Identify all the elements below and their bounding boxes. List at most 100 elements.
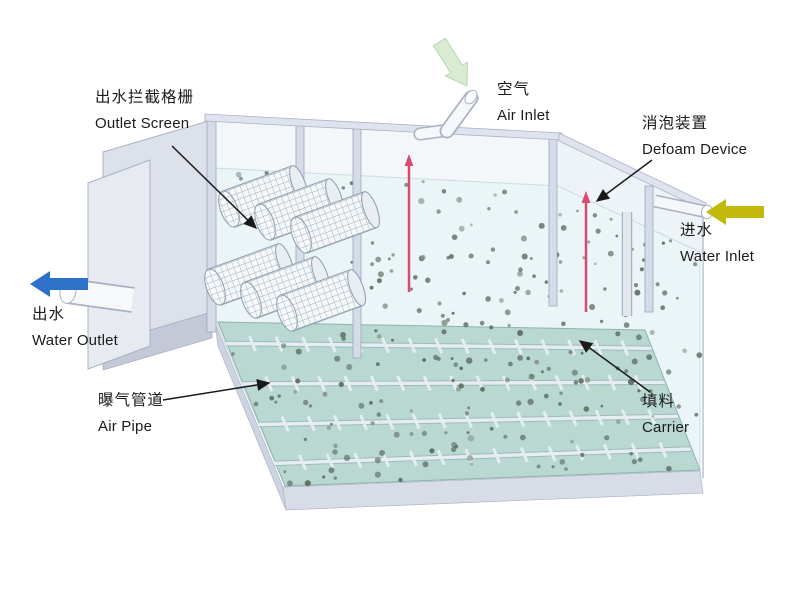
carrier-dot — [637, 389, 641, 393]
leader-arrow-outlet-screen — [171, 145, 258, 230]
carrier-dot — [334, 355, 341, 362]
carrier-dot — [420, 254, 426, 260]
carrier-dot — [661, 241, 666, 245]
carrier-dot — [544, 280, 548, 284]
carrier-dot — [499, 298, 504, 303]
carrier-dot — [676, 296, 679, 300]
carrier-dot — [584, 377, 591, 383]
carrier-dot — [514, 210, 518, 214]
carrier-dot — [333, 443, 338, 448]
defoam-rod-left — [404, 154, 414, 292]
water-outlet-label-zh: 出水 — [32, 306, 66, 323]
carrier-dot — [485, 296, 491, 302]
carrier-dot — [370, 262, 374, 267]
carrier-dot — [616, 419, 621, 425]
carrier-dot — [379, 450, 385, 456]
carrier-dot — [450, 357, 454, 361]
carrier-dot — [551, 465, 555, 469]
carrier-dot — [332, 449, 338, 455]
carrier-dot — [422, 358, 426, 362]
outlet-screen-label: 出水拦截格栅 Outlet Screen — [95, 84, 194, 137]
carrier-dot — [350, 260, 354, 264]
carrier-dot — [281, 343, 287, 349]
carrier-dot — [469, 462, 474, 466]
outlet-screen-label-zh: 出水拦截格栅 — [95, 89, 195, 106]
carrier-dot — [519, 434, 526, 441]
carrier-dot — [662, 290, 668, 296]
carrier-dot — [518, 267, 523, 273]
carrier-dot — [343, 454, 351, 462]
carrier-dot — [454, 444, 459, 449]
carrier-dot — [513, 290, 517, 294]
carrier-dot — [615, 234, 619, 238]
carrier-dot — [389, 269, 394, 273]
carrier-dot — [451, 311, 455, 315]
carrier-dot — [666, 465, 672, 472]
carrier-dot — [453, 362, 459, 368]
carrier-dot — [421, 180, 425, 184]
carrier-dot — [543, 393, 549, 399]
carrier-dot — [502, 189, 507, 195]
carrier-dot — [631, 459, 637, 465]
carrier-dot — [525, 289, 531, 296]
carrier-dot — [558, 212, 562, 217]
water-outlet-label: 出水 Water Outlet — [32, 301, 118, 354]
carrier-label-zh: 填料 — [642, 393, 676, 410]
leader-arrows — [162, 145, 653, 401]
carrier-dot — [587, 240, 591, 244]
carrier-dot — [486, 260, 490, 265]
carrier-dot — [322, 391, 328, 397]
carrier-dot — [592, 213, 598, 218]
carrier-dot — [564, 467, 568, 471]
carrier-dot — [580, 452, 585, 458]
water-inlet-arrow — [706, 199, 764, 225]
water-outlet-arrow — [30, 271, 88, 297]
carrier-dot — [409, 287, 413, 291]
carrier-dot — [458, 383, 464, 389]
carrier-dot — [274, 400, 278, 404]
tank-floor — [217, 321, 701, 487]
carrier-dot — [459, 366, 464, 371]
carrier-dot — [526, 356, 531, 361]
carrier-dot — [295, 348, 302, 355]
carrier-dot — [409, 409, 413, 413]
carrier-dot — [573, 380, 579, 385]
water-inlet-label-en: Water Inlet — [680, 248, 755, 266]
carrier-dot — [504, 309, 511, 316]
carrier-dot — [370, 241, 375, 245]
carrier-dot — [570, 439, 574, 444]
carrier-dot — [624, 369, 629, 374]
air-inlet-label-zh: 空气 — [497, 81, 531, 98]
tank-bottom-wall — [282, 470, 704, 511]
carrier-dot — [640, 396, 646, 403]
carrier-dot — [358, 402, 365, 409]
carrier-dot — [568, 350, 573, 355]
carrier-dot — [558, 260, 563, 264]
carrier-dot — [436, 209, 441, 214]
carrier-dot — [599, 319, 604, 324]
carrier-dot — [589, 304, 596, 310]
carrier-dot — [468, 253, 474, 259]
carrier-dot — [558, 402, 562, 406]
defoam-rod-right — [581, 191, 591, 312]
carrier-dot — [578, 378, 584, 384]
carrier-dot — [462, 291, 466, 296]
carrier-dot — [416, 308, 422, 314]
carrier-dot — [504, 377, 510, 383]
carrier-dot — [421, 430, 427, 436]
carrier-dot — [493, 193, 497, 197]
carrier-dot — [467, 455, 473, 462]
tank-frame — [204, 113, 707, 478]
carrier-dot — [536, 464, 541, 469]
carrier-dot — [375, 362, 380, 367]
carrier-dot — [508, 361, 513, 367]
carrier-dot — [546, 366, 551, 371]
carrier-dot — [676, 404, 681, 409]
outlet-screen-label-en: Outlet Screen — [95, 115, 190, 133]
carrier-dot — [529, 257, 533, 260]
carrier-dot — [374, 457, 381, 464]
carrier-dot — [484, 358, 488, 362]
carrier-dot — [515, 286, 520, 291]
carrier-dot — [515, 400, 522, 406]
carrier-dot — [264, 171, 269, 176]
